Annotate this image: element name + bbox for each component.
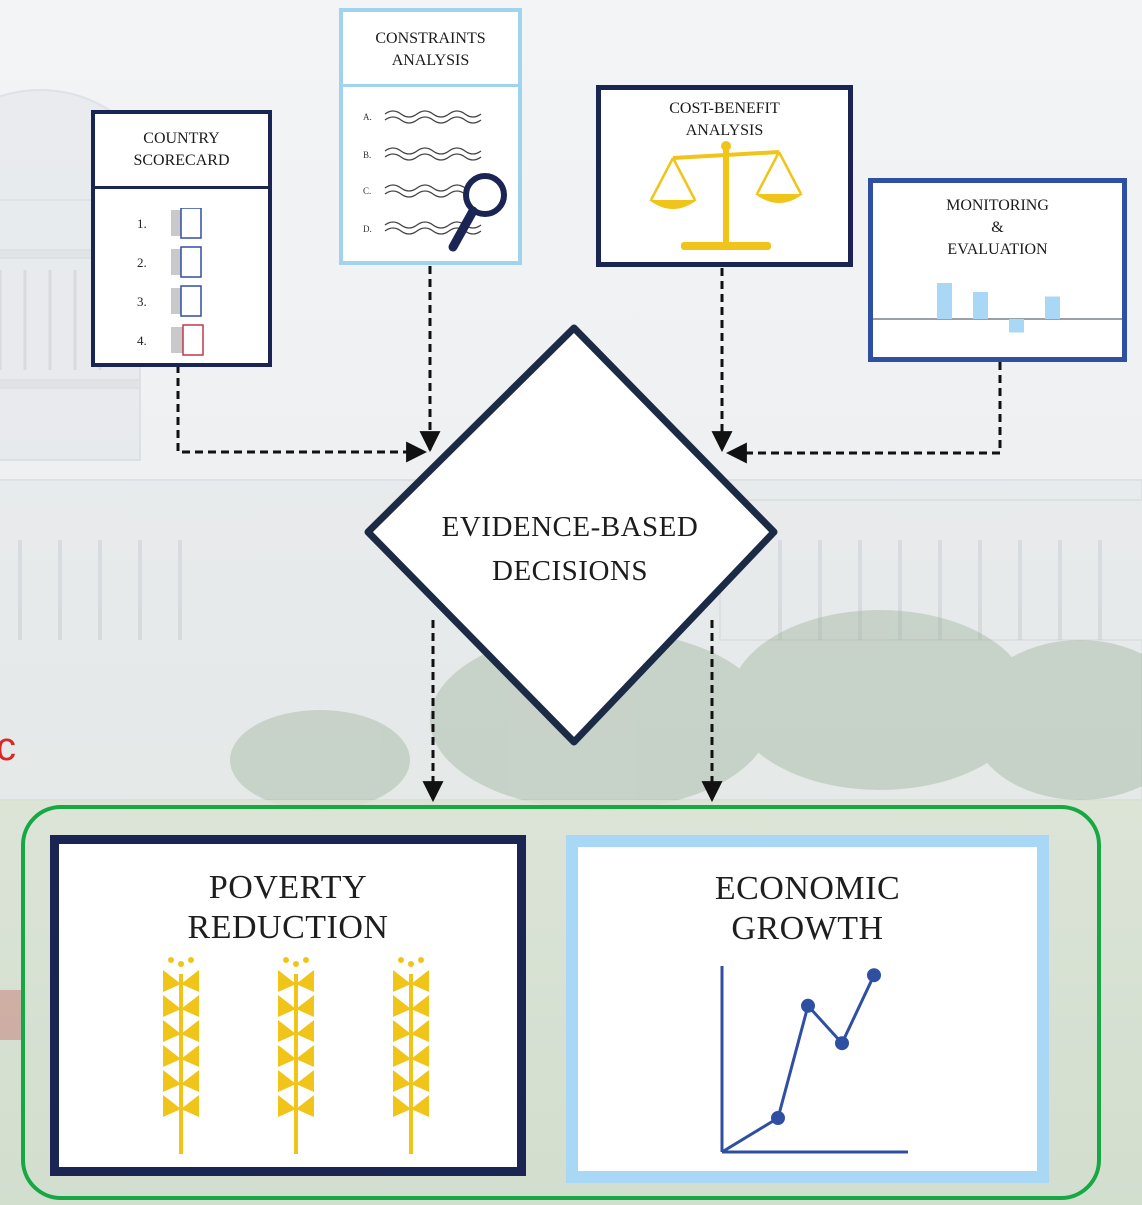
constraints-item-letter: A. — [363, 112, 372, 122]
arrow-scorecard-to-decision — [176, 365, 428, 463]
scorecard-item-number: 2. — [137, 255, 147, 270]
growth-line — [721, 974, 876, 1154]
monitoring-bar — [1045, 296, 1060, 319]
monitoring-bar-chart — [873, 283, 1122, 333]
monitoring-evaluation-card: MONITORING & EVALUATION — [868, 178, 1127, 362]
poverty-reduction-card: POVERTY REDUCTION — [50, 835, 526, 1176]
growth-point — [867, 968, 881, 983]
economic-growth-card: ECONOMIC GROWTH — [566, 835, 1049, 1183]
outcomes-container — [21, 805, 1101, 1200]
decision-title: EVIDENCE-BASED DECISIONS — [441, 511, 699, 587]
growth-point — [801, 998, 815, 1013]
wheat-icons — [163, 957, 429, 1154]
constraints-divider — [343, 84, 518, 87]
svg-text:c: c — [0, 725, 16, 769]
constraints-item-letter: B. — [363, 150, 372, 160]
constraints-analysis-card: CONSTRAINTS ANALYSIS A. B. C. D. — [339, 8, 522, 265]
country-scorecard-card: COUNTRY SCORECARD 1. 2. 3. 4. — [91, 110, 272, 367]
growth-point — [835, 1036, 849, 1051]
constraints-item-letter: D. — [363, 224, 372, 234]
growth-line-chart — [720, 966, 908, 1154]
balance-scale-icon — [649, 141, 803, 250]
poverty-reduction-title: POVERTY REDUCTION — [187, 869, 389, 946]
monitoring-bar — [937, 283, 952, 319]
economic-growth-title: ECONOMIC GROWTH — [714, 870, 901, 947]
monitoring-bar — [1009, 319, 1024, 333]
arrow-monitoring-to-decision — [725, 362, 1002, 464]
country-scorecard-title: COUNTRY SCORECARD — [133, 130, 230, 169]
constraints-item-letter: C. — [363, 186, 372, 196]
constraints-analysis-title: CONSTRAINTS ANALYSIS — [375, 30, 486, 69]
scorecard-item-number: 3. — [137, 294, 147, 309]
magnifying-glass-icon — [448, 173, 507, 252]
scorecard-divider — [95, 186, 268, 189]
monitoring-evaluation-title: MONITORING & EVALUATION — [946, 197, 1049, 258]
decision-diamond — [364, 324, 778, 746]
monitoring-bar — [973, 292, 988, 319]
scorecard-checkboxes — [171, 208, 204, 356]
scorecard-item-number: 1. — [137, 216, 147, 231]
cost-benefit-analysis-card: COST-BENEFIT ANALYSIS — [596, 85, 853, 267]
scorecard-item-number: 4. — [137, 333, 147, 348]
growth-point — [771, 1111, 785, 1125]
cost-benefit-analysis-title: COST-BENEFIT ANALYSIS — [669, 100, 780, 139]
